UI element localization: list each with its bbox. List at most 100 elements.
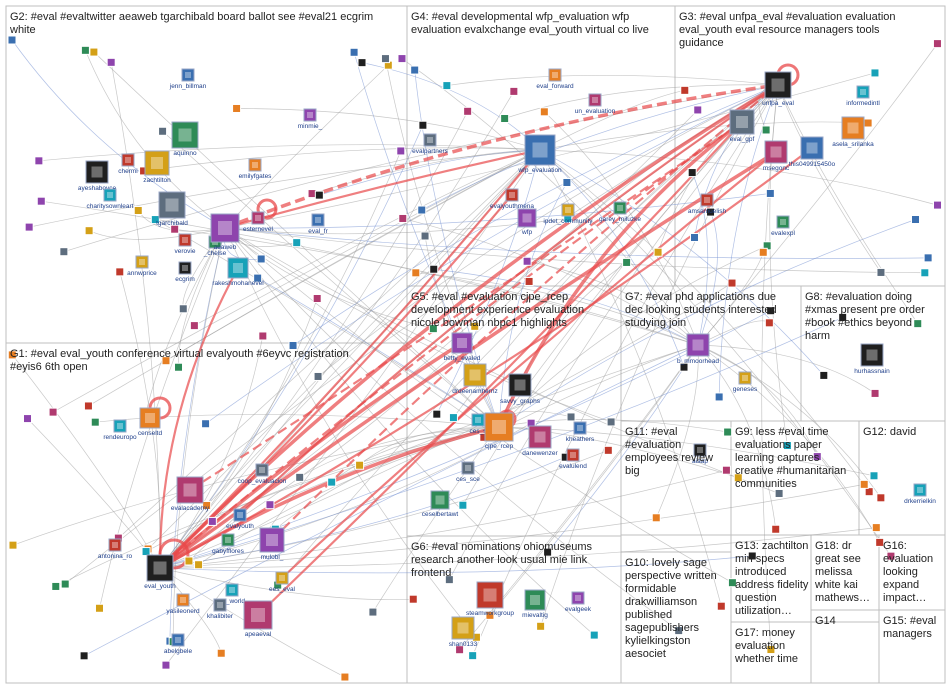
- graph-node-small[interactable]: [133, 206, 143, 216]
- graph-node[interactable]: [176, 476, 204, 504]
- graph-node[interactable]: [213, 598, 227, 612]
- graph-node[interactable]: [171, 633, 185, 647]
- graph-node-small[interactable]: [94, 603, 104, 613]
- graph-node-small[interactable]: [314, 190, 324, 200]
- graph-node-small[interactable]: [256, 254, 266, 264]
- graph-node-small[interactable]: [463, 106, 473, 116]
- graph-node-small[interactable]: [727, 278, 737, 288]
- graph-node-small[interactable]: [410, 65, 420, 75]
- graph-node-small[interactable]: [380, 54, 390, 64]
- graph-node[interactable]: [524, 134, 556, 166]
- graph-node-small[interactable]: [368, 607, 378, 617]
- graph-node[interactable]: [484, 412, 514, 442]
- graph-node-small[interactable]: [448, 413, 458, 423]
- graph-node-small[interactable]: [622, 257, 632, 267]
- graph-node[interactable]: [686, 333, 710, 357]
- graph-node[interactable]: [144, 150, 170, 176]
- graph-node-small[interactable]: [876, 493, 886, 503]
- graph-node-small[interactable]: [693, 105, 703, 115]
- graph-node-small[interactable]: [355, 460, 365, 470]
- graph-node-small[interactable]: [90, 417, 100, 427]
- graph-node[interactable]: [738, 371, 752, 385]
- graph-node-small[interactable]: [184, 556, 194, 566]
- graph-node-small[interactable]: [115, 267, 125, 277]
- graph-node[interactable]: [178, 233, 192, 247]
- graph-node[interactable]: [85, 160, 109, 184]
- graph-node[interactable]: [178, 261, 192, 275]
- graph-node[interactable]: [573, 421, 587, 435]
- graph-node-small[interactable]: [876, 267, 886, 277]
- graph-node-small[interactable]: [161, 660, 171, 670]
- graph-node-small[interactable]: [288, 341, 298, 351]
- graph-node-small[interactable]: [606, 417, 616, 427]
- graph-node-small[interactable]: [48, 407, 58, 417]
- graph-node-small[interactable]: [716, 601, 726, 611]
- graph-node[interactable]: [463, 363, 487, 387]
- graph-node[interactable]: [275, 571, 289, 585]
- graph-node-small[interactable]: [566, 412, 576, 422]
- graph-node-small[interactable]: [863, 118, 873, 128]
- graph-node[interactable]: [103, 188, 117, 202]
- graph-node[interactable]: [259, 527, 285, 553]
- graph-node-small[interactable]: [174, 362, 184, 372]
- graph-node-small[interactable]: [83, 401, 93, 411]
- graph-node[interactable]: [913, 483, 927, 497]
- graph-node-small[interactable]: [761, 125, 771, 135]
- graph-node-small[interactable]: [59, 247, 69, 257]
- graph-node-small[interactable]: [536, 621, 546, 631]
- graph-node-small[interactable]: [60, 579, 70, 589]
- graph-node[interactable]: [430, 490, 450, 510]
- graph-node-small[interactable]: [89, 47, 99, 57]
- graph-node[interactable]: [528, 425, 552, 449]
- graph-node-small[interactable]: [444, 575, 454, 585]
- graph-node[interactable]: [764, 71, 792, 99]
- graph-node-small[interactable]: [864, 487, 874, 497]
- graph-node-small[interactable]: [207, 516, 217, 526]
- graph-node-small[interactable]: [7, 350, 17, 360]
- graph-node-small[interactable]: [589, 630, 599, 640]
- graph-node-small[interactable]: [340, 672, 350, 682]
- graph-node-small[interactable]: [509, 86, 519, 96]
- graph-node-small[interactable]: [201, 419, 211, 429]
- graph-node[interactable]: [571, 591, 585, 605]
- graph-node[interactable]: [505, 188, 519, 202]
- graph-node-small[interactable]: [79, 651, 89, 661]
- graph-node[interactable]: [764, 140, 788, 164]
- graph-node-small[interactable]: [432, 409, 442, 419]
- graph-node[interactable]: [251, 211, 265, 225]
- graph-node[interactable]: [146, 554, 174, 582]
- graph-node-small[interactable]: [170, 224, 180, 234]
- graph-node[interactable]: [517, 208, 537, 228]
- graph-node[interactable]: [221, 533, 235, 547]
- graph-node-small[interactable]: [295, 472, 305, 482]
- graph-node[interactable]: [121, 153, 135, 167]
- graph-node-small[interactable]: [397, 54, 407, 64]
- graph-node-small[interactable]: [727, 578, 737, 588]
- graph-node-small[interactable]: [651, 513, 661, 523]
- graph-node-small[interactable]: [764, 318, 774, 328]
- graph-node[interactable]: [729, 109, 755, 135]
- graph-node-small[interactable]: [258, 331, 268, 341]
- graph-node-small[interactable]: [23, 414, 33, 424]
- graph-node-small[interactable]: [812, 452, 822, 462]
- graph-node-small[interactable]: [232, 103, 242, 113]
- graph-node-small[interactable]: [913, 319, 923, 329]
- graph-node-small[interactable]: [933, 200, 943, 210]
- graph-node-small[interactable]: [8, 540, 18, 550]
- graph-node-small[interactable]: [500, 114, 510, 124]
- graph-node-small[interactable]: [687, 168, 697, 178]
- graph-node-small[interactable]: [870, 388, 880, 398]
- graph-node-small[interactable]: [522, 256, 532, 266]
- graph-node-small[interactable]: [782, 441, 792, 451]
- graph-node-small[interactable]: [733, 473, 743, 483]
- graph-node-small[interactable]: [150, 215, 160, 225]
- graph-node-small[interactable]: [418, 120, 428, 130]
- graph-node[interactable]: [423, 133, 437, 147]
- graph-node-small[interactable]: [932, 39, 942, 49]
- graph-node-small[interactable]: [714, 392, 724, 402]
- graph-node-small[interactable]: [771, 524, 781, 534]
- graph-node[interactable]: [700, 193, 714, 207]
- graph-node[interactable]: [233, 508, 247, 522]
- graph-node-small[interactable]: [202, 500, 212, 510]
- graph-node-small[interactable]: [869, 471, 879, 481]
